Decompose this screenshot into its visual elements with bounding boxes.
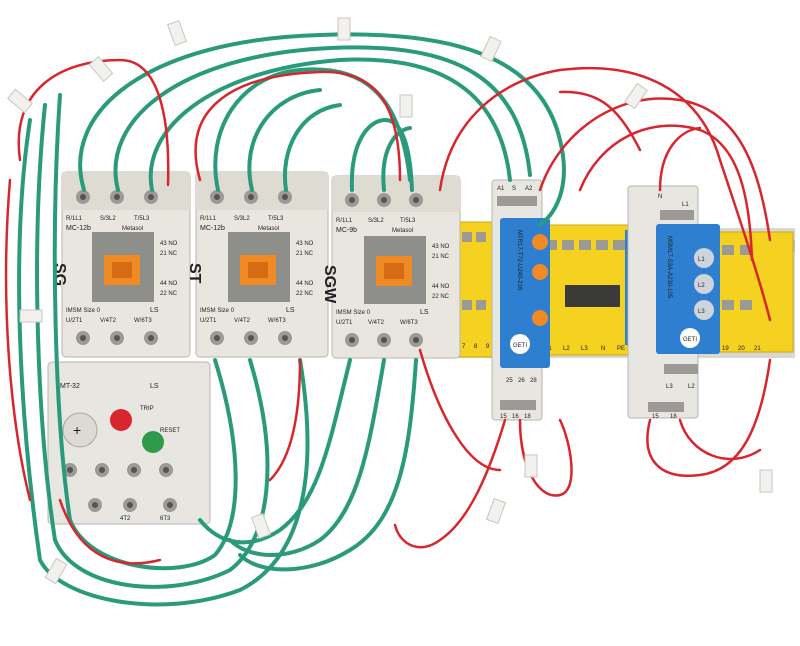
- timer-terminal-a1: A1: [497, 186, 505, 192]
- overload-relay: MT-32 LS + TRIP RESET 4T2 6T3: [47, 361, 211, 525]
- contactor-sg-model: MC-12b: [66, 225, 91, 232]
- monitor-model: MSM17-S3A-A230-105: [666, 236, 672, 299]
- contactor-st-aux-top-1: 43 NO: [296, 241, 314, 247]
- contactor-sg-terminal-bottom-3: W/6T3: [134, 318, 152, 324]
- contactor-sg-maker: Metasol: [122, 226, 143, 232]
- contactor-sg-aux-bottom-1: 44 NO: [160, 281, 178, 287]
- monitor-terminal-15: 15: [652, 414, 659, 420]
- monitor-terminal-l1: L1: [682, 202, 689, 208]
- terminal-label-l3: L3: [581, 346, 588, 352]
- contactor-st-name: ST: [186, 263, 203, 284]
- overload-relay-model: MT-32: [60, 383, 80, 390]
- phase-monitor-module: N L1 MSM17-S3A-A230-105 L1 L2 L3 GETI L3…: [627, 185, 720, 420]
- monitor-terminal-n: N: [658, 194, 662, 200]
- monitor-terminal-18: 18: [670, 414, 677, 420]
- overload-relay-trip-label: TRIP: [140, 406, 154, 412]
- red-wire-harness: [4, 58, 772, 565]
- contactor-st-terminal-top-2: S/3L2: [234, 216, 250, 222]
- overload-relay-terminal-6t3: 6T3: [160, 516, 171, 522]
- contactor-sgw-brand: LS: [420, 309, 429, 316]
- contactor-sg-aux-top-1: 43 NO: [160, 241, 178, 247]
- contactor-sgw: R/1L1 S/3L2 T/5L3 MC-9b Metasol SGW 43 N…: [321, 175, 461, 359]
- overload-relay-terminal-4t2: 4T2: [120, 516, 131, 522]
- contactor-st-aux-bottom-1: 44 NO: [296, 281, 314, 287]
- green-wire-harness: [17, 32, 566, 607]
- contactor-st-terminal-bottom-1: U/2T1: [200, 318, 217, 324]
- contactor-sgw-model: MC-9b: [336, 227, 357, 234]
- monitor-brand: GETI: [683, 337, 697, 343]
- terminal-label-8: 8: [474, 344, 478, 350]
- overload-relay-brand: LS: [150, 383, 159, 390]
- contactor-sgw-terminal-bottom-3: W/6T3: [400, 320, 418, 326]
- terminal-block-strip-right: 19 20 21: [717, 231, 794, 353]
- contactor-sg-terminal-top-3: T/5L3: [134, 216, 150, 222]
- contactor-sgw-terminal-bottom-2: V/4T2: [368, 320, 385, 326]
- contactor-sgw-terminal-top-1: R/1L1: [336, 218, 353, 224]
- contactor-sg-brand: LS: [150, 307, 159, 314]
- contactor-sg: R/1L1 S/3L2 T/5L3 MC-12b Metasol SG 43 N…: [51, 171, 191, 358]
- adjust-dial-icon: +: [73, 422, 81, 438]
- timer-terminal-15: 15: [500, 414, 507, 420]
- contactor-st-maker: Metasol: [258, 226, 279, 232]
- contactor-sg-rating: IMSM Size 0: [66, 308, 101, 314]
- timer-model: MTR17-T72-U240-216: [516, 230, 522, 291]
- timer-terminal-26: 26: [518, 378, 525, 384]
- terminal-label-l2: L2: [563, 346, 570, 352]
- contactor-sgw-aux-bottom-2: 22 NC: [432, 294, 450, 300]
- terminal-label-9: 9: [486, 344, 490, 350]
- contactor-sgw-aux-top-2: 21 NC: [432, 254, 450, 260]
- terminal-label-21: 21: [754, 346, 761, 352]
- terminal-label-20: 20: [738, 346, 745, 352]
- contactor-sg-aux-bottom-2: 22 NC: [160, 291, 178, 297]
- monitor-indicator-l1: L1: [698, 257, 705, 263]
- timer-terminal-s: S: [512, 186, 516, 192]
- contactor-sg-terminal-top-1: R/1L1: [66, 216, 83, 222]
- monitor-terminal-l2: L2: [688, 384, 695, 390]
- terminal-label-pe: PE: [617, 346, 625, 352]
- contactor-st-terminal-bottom-2: V/4T2: [234, 318, 251, 324]
- monitor-terminal-l3: L3: [666, 384, 673, 390]
- contactor-sgw-name: SGW: [321, 265, 338, 304]
- timer-terminal-16: 16: [512, 414, 519, 420]
- overload-relay-reset-label: RESET: [160, 428, 180, 434]
- contactor-sgw-aux-bottom-1: 44 NO: [432, 284, 450, 290]
- timer-module: A1 S A2 MTR17-T72-U240-216 GETI 25 26 28…: [491, 179, 550, 421]
- contactor-sg-terminal-top-2: S/3L2: [100, 216, 116, 222]
- contactor-st-brand: LS: [286, 307, 295, 314]
- contactor-sg-terminal-bottom-1: U/2T1: [66, 318, 83, 324]
- contactor-sgw-terminal-top-2: S/3L2: [368, 218, 384, 224]
- timer-terminal-18: 18: [524, 414, 531, 420]
- contactor-sgw-terminal-top-3: T/5L3: [400, 218, 416, 224]
- contactor-st-terminal-top-1: R/1L1: [200, 216, 217, 222]
- contactor-sg-terminal-bottom-2: V/4T2: [100, 318, 117, 324]
- contactor-sg-aux-top-2: 21 NC: [160, 251, 178, 257]
- timer-terminal-28: 28: [530, 378, 537, 384]
- terminal-label-n: N: [601, 346, 605, 352]
- terminal-label-19: 19: [722, 346, 729, 352]
- timer-brand: GETI: [513, 343, 527, 349]
- monitor-indicator-l3: L3: [698, 309, 705, 315]
- contactor-st-aux-bottom-2: 22 NC: [296, 291, 314, 297]
- monitor-indicator-l2: L2: [698, 283, 705, 289]
- terminal-label-7: 7: [462, 344, 466, 350]
- contactor-st-aux-top-2: 21 NC: [296, 251, 314, 257]
- contactor-sgw-terminal-bottom-1: U/2T1: [336, 320, 353, 326]
- contactor-st-terminal-bottom-3: W/6T3: [268, 318, 286, 324]
- contactor-sgw-aux-top-1: 43 NO: [432, 244, 450, 250]
- contactor-st: R/1L1 S/3L2 T/5L3 MC-12b Metasol ST 43 N…: [186, 171, 329, 358]
- contactor-st-rating: IMSM Size 0: [200, 308, 235, 314]
- timer-terminal-a2: A2: [525, 186, 533, 192]
- timer-terminal-25: 25: [506, 378, 513, 384]
- contactor-st-model: MC-12b: [200, 225, 225, 232]
- contactor-sgw-rating: IMSM Size 0: [336, 310, 371, 316]
- cable-ties: [7, 17, 773, 585]
- contactor-sgw-maker: Metasol: [392, 228, 413, 234]
- contactor-st-terminal-top-3: T/5L3: [268, 216, 284, 222]
